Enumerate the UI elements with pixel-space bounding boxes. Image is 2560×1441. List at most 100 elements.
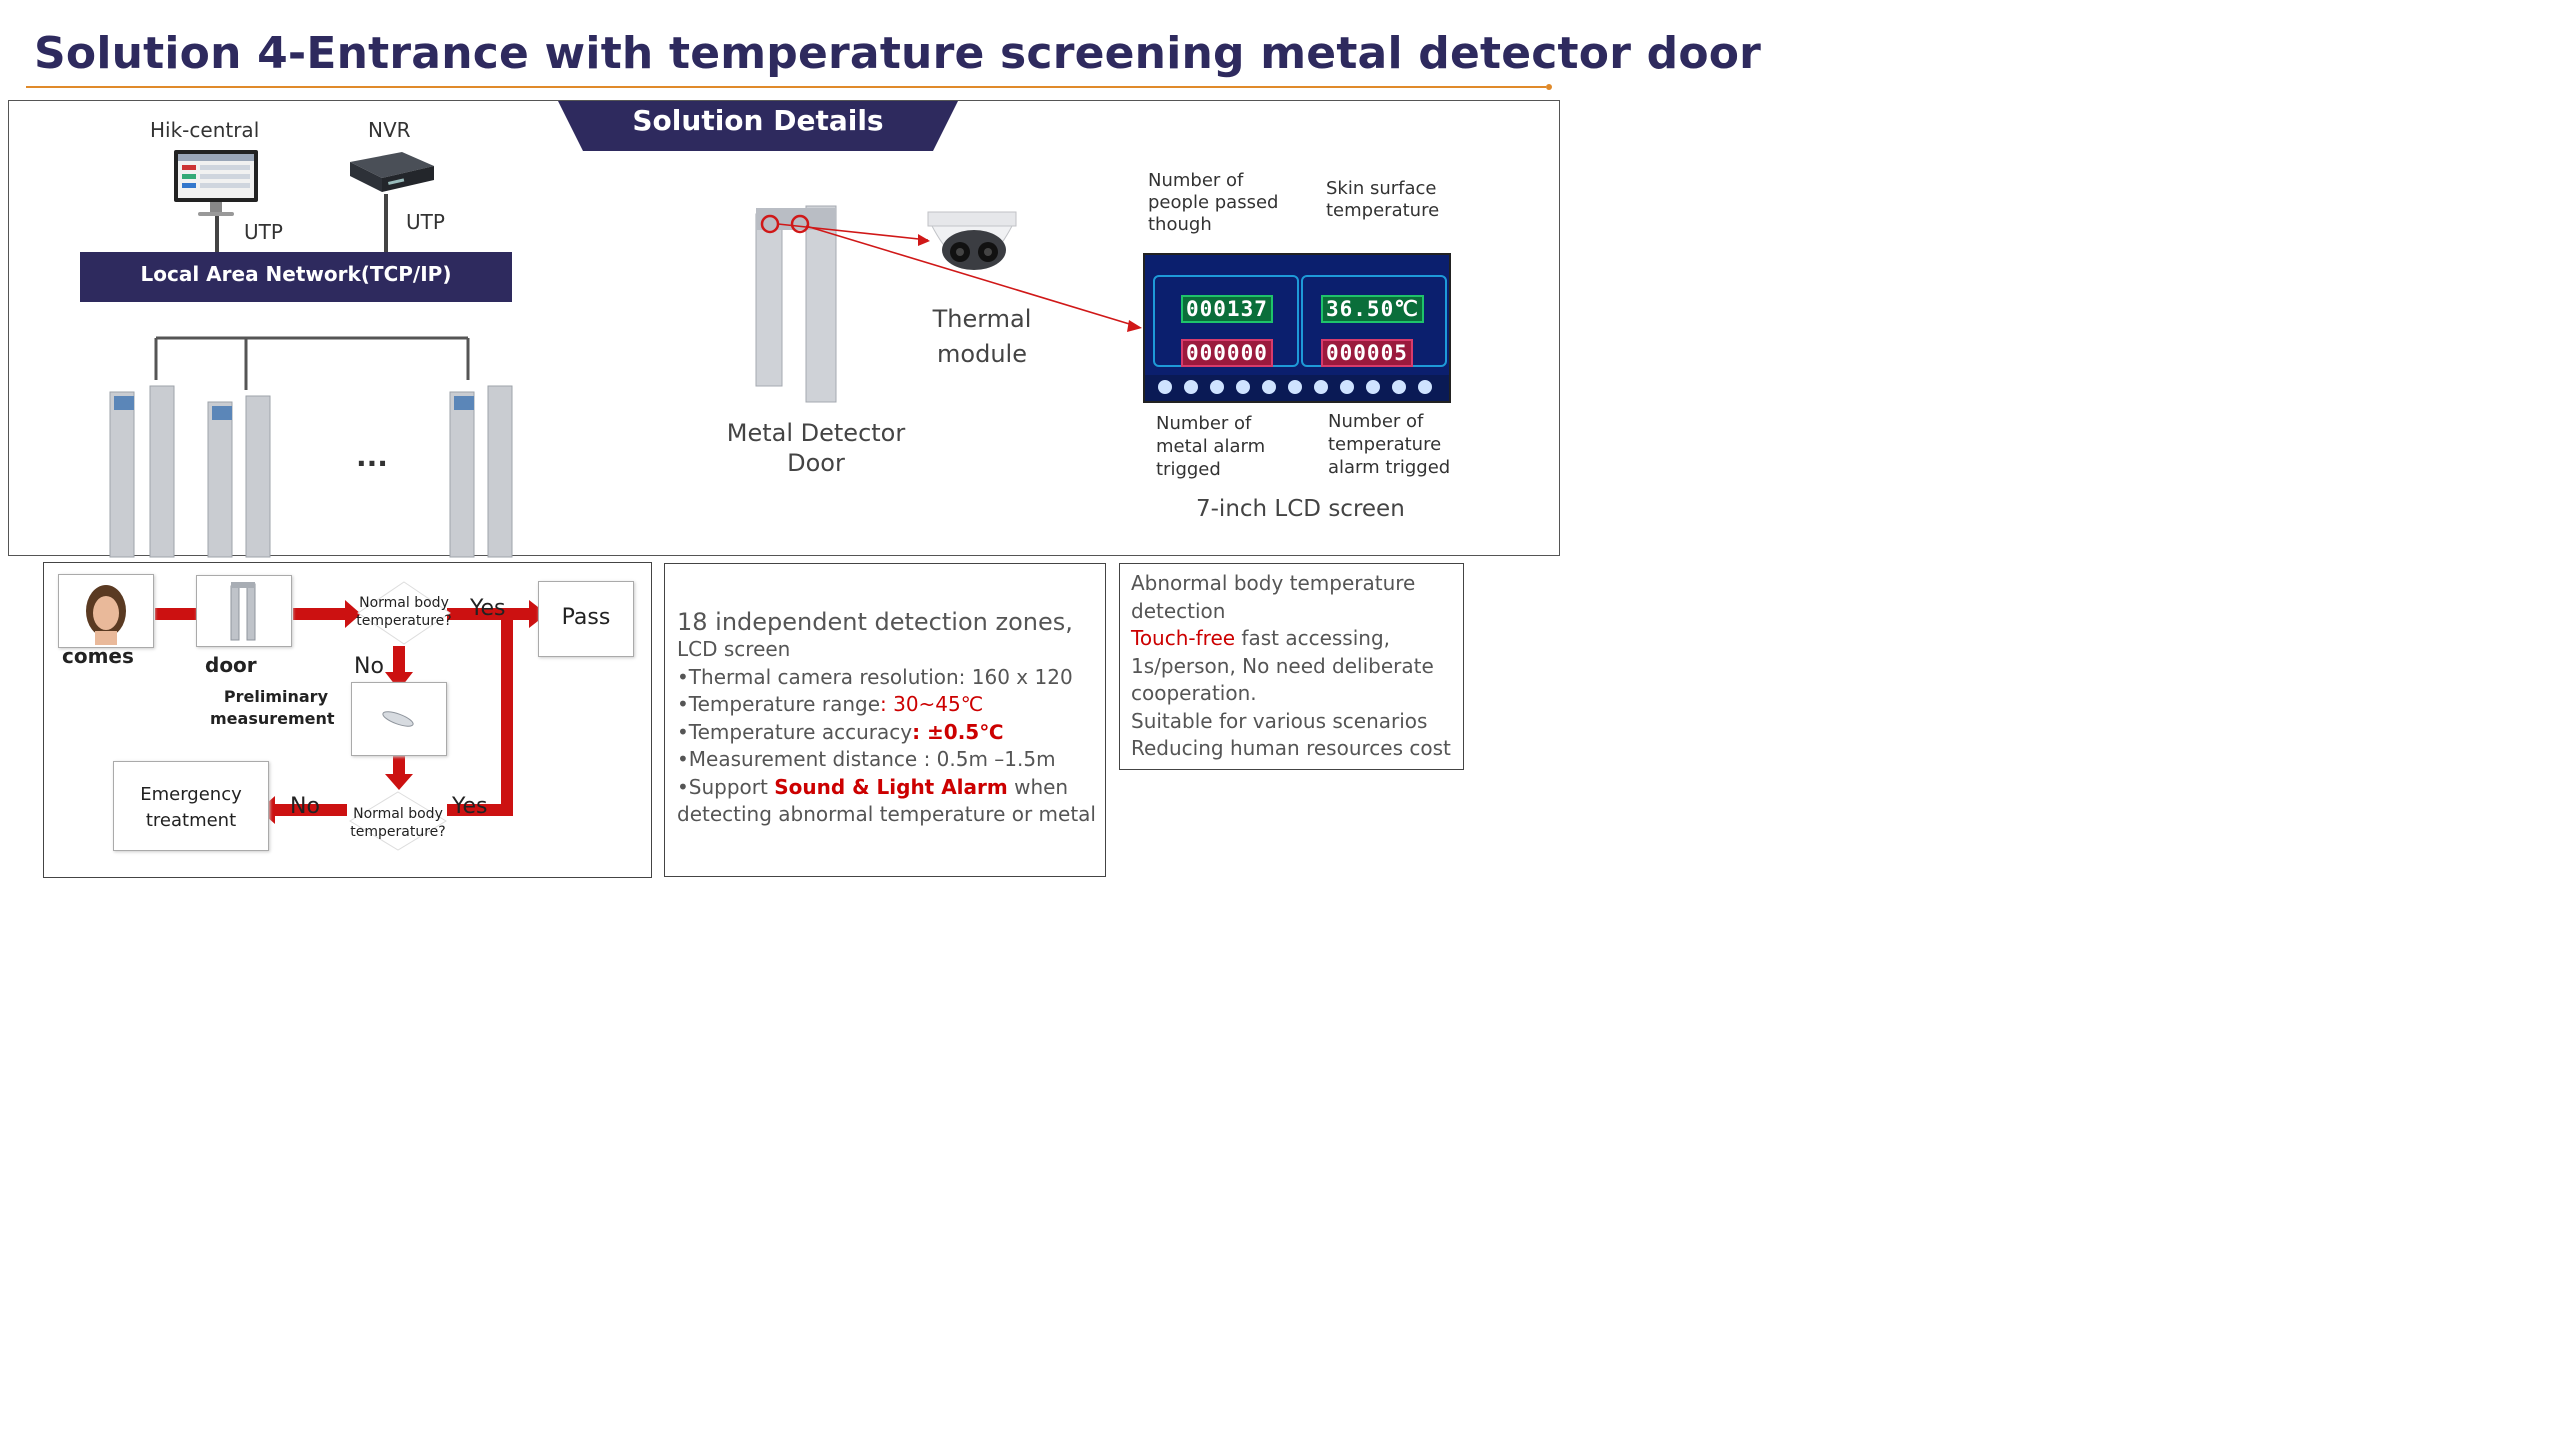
thermal-label-line-2: module xyxy=(937,340,1027,368)
solution-details-title: Solution Details xyxy=(632,104,884,137)
door-icon xyxy=(230,582,256,641)
lcd-label-people-passed: Number of people passed though xyxy=(1148,170,1278,236)
label-line: alarm trigged xyxy=(1328,457,1451,478)
temp-alarm-count-display: 000005 xyxy=(1321,339,1413,367)
label-line: people passed xyxy=(1148,192,1279,213)
specs-range: •Temperature range: 30~45℃ xyxy=(677,691,1101,719)
label-line: Number of xyxy=(1156,413,1252,434)
specs-distance: •Measurement distance : 0.5m –1.5m xyxy=(677,747,1056,771)
feature-line-4: 1s/person, No need deliberate xyxy=(1131,653,1434,678)
label-line: temperature xyxy=(1326,200,1440,221)
no-top-label: No xyxy=(354,654,384,679)
metal-gate-3 xyxy=(449,385,513,558)
lcd-menu-icons xyxy=(1158,380,1432,394)
thermometer-gun-icon xyxy=(382,711,414,727)
lcd-label-skin-temperature: Skin surface temperature xyxy=(1326,178,1439,222)
nvr-device-icon xyxy=(350,152,434,192)
door-label-line-2: Door xyxy=(787,449,845,477)
feature-line-5: cooperation. xyxy=(1131,681,1257,705)
decision-diamond-top xyxy=(357,581,451,645)
accuracy-prefix: •Temperature accuracy xyxy=(677,719,913,744)
yes-top-label: Yes xyxy=(470,596,506,621)
metal-detector-door-diagram xyxy=(755,205,1142,403)
lcd-icon-bar xyxy=(1145,375,1449,401)
range-value: : 30~45℃ xyxy=(880,692,984,716)
title-rule xyxy=(26,86,1546,88)
accuracy-value: : ±0.5℃ xyxy=(912,719,1004,744)
preliminary-measurement-label: Preliminary measurement xyxy=(210,686,335,730)
specs-accuracy: •Temperature accuracy: ±0.5℃ xyxy=(677,719,1101,747)
utp-label-right: UTP xyxy=(406,210,445,234)
utp-cable-right xyxy=(384,194,388,254)
feature-line-3: Touch-free fast accessing, xyxy=(1131,625,1461,653)
feature-line-2: detection xyxy=(1131,598,1226,623)
touch-free-highlight: Touch-free xyxy=(1131,626,1236,650)
emergency-treatment-label: Emergency treatment xyxy=(113,782,269,834)
lan-bar xyxy=(80,252,512,302)
label-line: metal alarm xyxy=(1156,436,1266,457)
person-photo-box xyxy=(58,574,154,648)
specs-support: •Support Sound & Light Alarm when xyxy=(677,774,1101,802)
hik-central-label: Hik-central xyxy=(150,118,260,142)
metal-gate-1 xyxy=(109,385,175,558)
lcd-caption: 7-inch LCD screen xyxy=(1196,496,1405,522)
door-label-line-1: Metal Detector xyxy=(726,419,906,447)
label-line: Number of xyxy=(1148,170,1244,191)
label-line: treatment xyxy=(145,810,237,831)
metal-gate-2 xyxy=(207,395,271,558)
specs-support-line2: detecting abnormal temperature or metal xyxy=(677,802,1096,826)
specs-headline: 18 independent detection zones, xyxy=(677,608,1073,636)
network-gates-diagram xyxy=(109,336,513,558)
lcd-label-temperature-alarm: Number of temperature alarm trigged xyxy=(1328,410,1450,479)
label-line: Skin surface xyxy=(1326,178,1437,199)
emergency-treatment-box xyxy=(113,761,269,851)
solution-details-banner xyxy=(558,101,958,151)
temperature-display: 36.50℃ xyxy=(1321,295,1424,323)
decision-bottom-label: Normal body temperature? xyxy=(346,805,450,841)
lcd-screen: 000137 36.50℃ 000000 000005 xyxy=(1143,253,1451,403)
more-gates-ellipsis: ... xyxy=(356,440,388,473)
features-content: Abnormal body temperature detection Touc… xyxy=(1131,570,1461,763)
support-suffix: when xyxy=(1007,774,1069,799)
utp-label-left: UTP xyxy=(244,220,283,244)
label-line: trigged xyxy=(1156,459,1221,480)
lcd-label-metal-alarm: Number of metal alarm trigged xyxy=(1156,412,1265,481)
thermal-module-label: Thermal module xyxy=(922,302,1042,372)
label-line: Emergency xyxy=(140,784,242,805)
feature-line-3-rest: fast accessing, xyxy=(1235,626,1391,650)
specs-content: 18 independent detection zones, LCD scre… xyxy=(677,608,1101,829)
pass-label: Pass xyxy=(561,605,611,630)
yes-bottom-label: Yes xyxy=(452,794,488,819)
door-step-box xyxy=(196,575,292,647)
label-line: though xyxy=(1148,214,1212,235)
label-line: temperature? xyxy=(350,824,446,840)
flowchart-arrows xyxy=(155,600,547,824)
pass-box xyxy=(538,581,634,657)
feature-line-7: Reducing human resources cost xyxy=(1131,736,1451,760)
range-prefix: •Temperature range xyxy=(677,692,880,716)
decision-diamond-bottom xyxy=(349,791,447,851)
no-bottom-label: No xyxy=(290,794,320,819)
support-prefix: •Support xyxy=(677,774,775,799)
lan-label: Local Area Network(TCP/IP) xyxy=(140,262,452,286)
flow-comes-label: comes xyxy=(62,644,134,668)
utp-cable-left xyxy=(215,216,219,254)
metal-alarm-count-display: 000000 xyxy=(1181,339,1273,367)
feature-line-6: Suitable for various scenarios xyxy=(1131,708,1428,733)
label-line: temperature xyxy=(1328,434,1442,455)
label-line: Normal body xyxy=(359,595,449,611)
label-line: Number of xyxy=(1328,411,1424,432)
thermal-camera-icon xyxy=(927,211,1017,270)
label-line: temperature? xyxy=(356,613,452,629)
label-line: measurement xyxy=(210,709,335,728)
title-rule-dot xyxy=(1546,84,1552,90)
support-highlight: Sound & Light Alarm xyxy=(774,774,1008,799)
specs-lcd: LCD screen xyxy=(677,637,791,661)
monitor-icon xyxy=(174,150,258,216)
flow-door-label: door xyxy=(205,653,257,677)
label-line: Preliminary xyxy=(223,687,328,706)
person-face-icon xyxy=(86,585,126,645)
pass-count-display: 000137 xyxy=(1181,295,1273,323)
features-panel xyxy=(1119,563,1464,770)
page-title: Solution 4-Entrance with temperature scr… xyxy=(34,28,1762,79)
